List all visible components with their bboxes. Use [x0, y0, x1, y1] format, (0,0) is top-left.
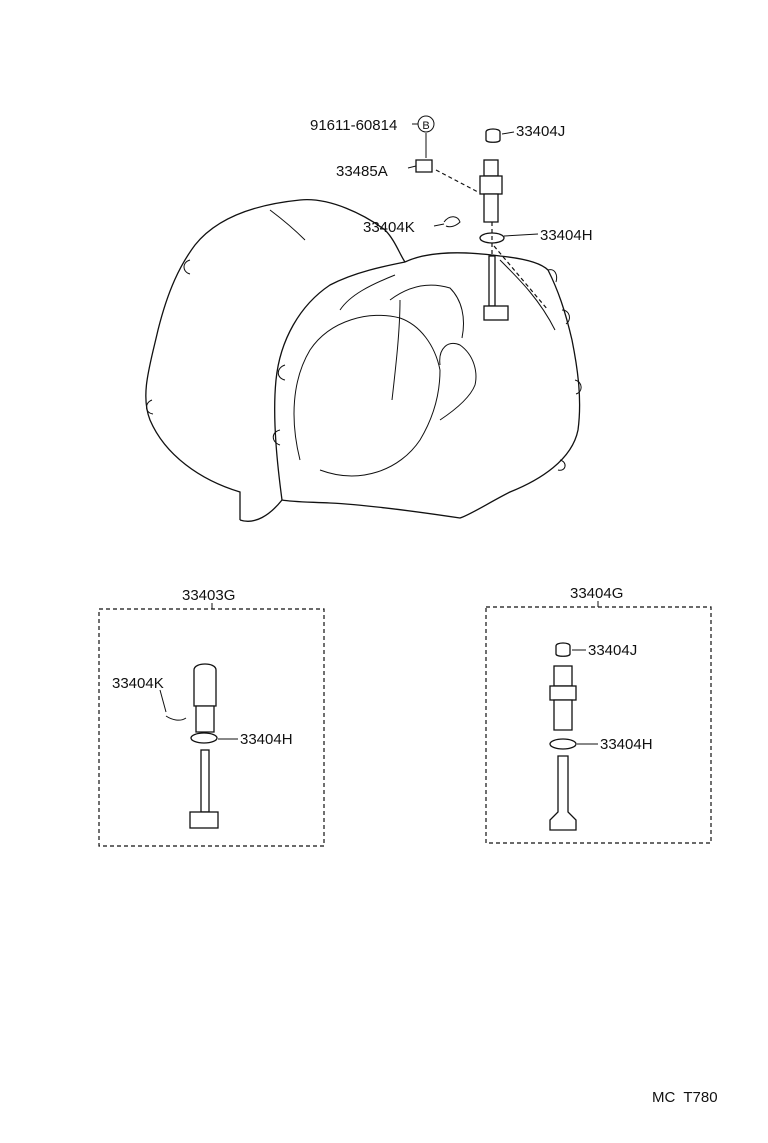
- clip-part: [443, 216, 461, 228]
- bolt-marker: B: [417, 115, 435, 133]
- bolt-marker-text: B: [422, 120, 429, 132]
- label-oring-top: 33404H: [540, 227, 593, 244]
- cap-part: [485, 128, 501, 143]
- kit-box-right: [485, 601, 712, 844]
- label-clip-left: 33404K: [112, 675, 164, 692]
- label-clip-top: 33404K: [363, 219, 415, 236]
- label-oring-left: 33404H: [240, 731, 293, 748]
- driven-gear-shaft: [483, 255, 509, 321]
- label-kit-right: 33404G: [570, 585, 623, 602]
- transaxle-housing: [145, 199, 582, 522]
- plate-part: [415, 159, 433, 173]
- figure-code: MC T780: [652, 1089, 718, 1106]
- label-cap-top: 33404J: [516, 123, 565, 140]
- label-plate: 33485A: [336, 163, 388, 180]
- label-cap-right: 33404J: [588, 642, 637, 659]
- leader-lines-top: [407, 123, 549, 311]
- label-kit-left: 33403G: [182, 587, 235, 604]
- sleeve-part: [479, 159, 503, 223]
- kit-box-left: [98, 603, 325, 847]
- label-bolt: 91611-60814: [310, 117, 397, 134]
- label-oring-right: 33404H: [600, 736, 653, 753]
